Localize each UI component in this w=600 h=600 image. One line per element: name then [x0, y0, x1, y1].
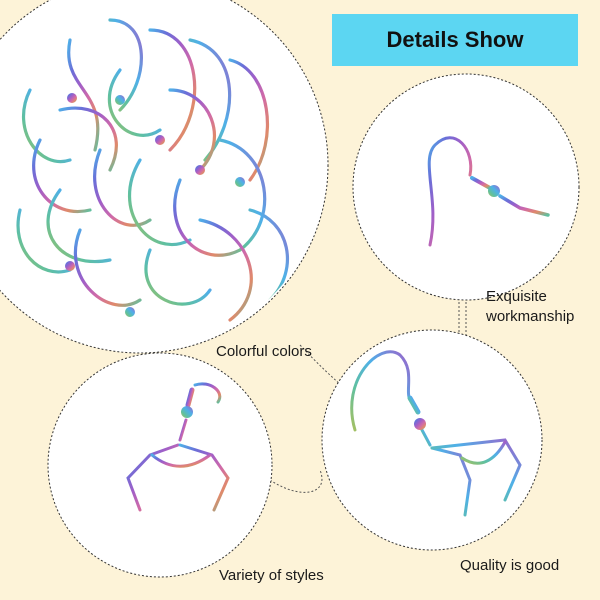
- earring-hooks-pile-icon: [0, 0, 329, 354]
- earring-hook-bail-left-icon: [47, 352, 273, 578]
- caption-variety-of-styles: Variety of styles: [219, 567, 324, 584]
- earring-hook-bail-right-icon: [321, 329, 543, 551]
- caption-exquisite-workmanship: Exquisite workmanship: [486, 288, 575, 325]
- details-show-banner: Details Show: [332, 14, 578, 66]
- caption-quality-is-good: Quality is good: [460, 557, 560, 574]
- caption-colorful-colors: Colorful colors: [216, 343, 312, 360]
- earring-hook-closeup-icon: [352, 73, 580, 301]
- dashed-connector: [269, 469, 323, 493]
